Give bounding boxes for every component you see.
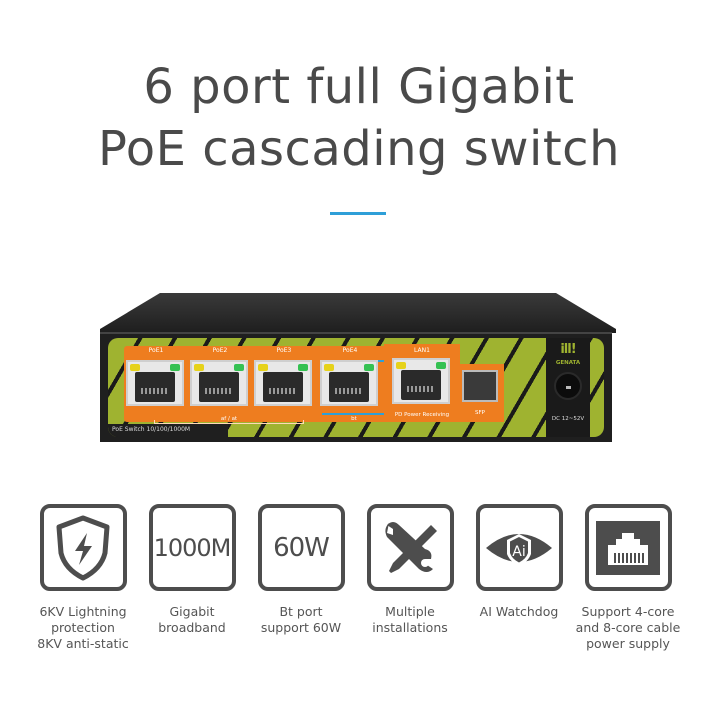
feature-box-text: 1000M (153, 533, 232, 562)
ai-eye-icon: Ai (486, 533, 552, 566)
led-yellow-icon (194, 364, 204, 371)
port-socket (199, 372, 239, 402)
feature-caption: Gigabit broadband (158, 604, 226, 635)
led-green-icon (234, 364, 244, 371)
port-pins (407, 386, 435, 392)
dc-power-jack[interactable] (554, 372, 582, 400)
feature-caption: Support 4-core and 8-core cable power su… (575, 604, 681, 651)
brand-logo-icon: ill! (560, 342, 576, 357)
feature-icon-box (366, 504, 454, 591)
device-front-panel: PoE1 PoE2 PoE3 PoE4 af / a (108, 338, 604, 437)
rj45-port-icon (596, 520, 660, 575)
sfp-port[interactable] (462, 370, 498, 402)
led-green-icon (436, 362, 446, 369)
port-label-lan1: LAN1 (414, 347, 430, 354)
dc-voltage-label: DC 12~52V (551, 416, 585, 422)
rj45-port-lan1[interactable] (392, 358, 450, 404)
feature-caption: Multiple installations (372, 604, 448, 635)
pd-power-label: PD Power Receiving (394, 412, 450, 418)
power-section: ill! GENATA DC 12~52V (546, 338, 590, 437)
led-green-icon (364, 364, 374, 371)
port-pins (269, 388, 297, 394)
feature-icon-box: 1000M (148, 504, 236, 591)
port-label-poe3: PoE3 (276, 347, 292, 354)
rj45-port-poe2[interactable] (190, 360, 248, 406)
feature-icon-box: 60W (257, 504, 345, 591)
port-pins (205, 388, 233, 394)
led-yellow-icon (130, 364, 140, 371)
feature-box-text: 60W (273, 532, 330, 563)
feature-ai-watchdog: Ai AI Watchdog (474, 504, 564, 620)
page-title: 6 port full Gigabit PoE cascading switch (0, 56, 718, 180)
port-label-poe4: PoE4 (342, 347, 358, 354)
port-label-poe2: PoE2 (212, 347, 228, 354)
shield-lightning-icon (56, 515, 110, 580)
rj45-port-poe1[interactable] (126, 360, 184, 406)
feature-icon-box (584, 504, 672, 591)
port-socket (135, 372, 175, 402)
port-socket (401, 370, 441, 400)
led-green-icon (170, 364, 180, 371)
brand-name: GENATA (555, 360, 581, 366)
feature-caption: Bt port support 60W (260, 604, 342, 635)
poe-port-group: PoE1 PoE2 PoE3 PoE4 af / a (124, 346, 388, 424)
title-line-2: PoE cascading switch (98, 121, 620, 177)
feature-gigabit: 1000M Gigabit broadband (147, 504, 237, 636)
rj45-port-poe3[interactable] (254, 360, 312, 406)
lan-port-group: LAN1 PD Power Receiving (384, 344, 460, 422)
af-at-bracket (154, 420, 304, 424)
feature-icon-box (39, 504, 127, 591)
sfp-port-group: SFP (456, 364, 504, 422)
bt-marker-bottom (322, 413, 386, 415)
port-socket (329, 372, 369, 402)
title-line-1: 6 port full Gigabit (143, 59, 575, 115)
af-at-label: af / at (204, 416, 254, 422)
feature-caption: 6KV Lightning protection 8KV anti-static (37, 604, 129, 651)
port-pins (335, 388, 363, 394)
feature-icon-box: Ai (475, 504, 563, 591)
led-yellow-icon (396, 362, 406, 369)
wrench-screwdriver-icon (385, 521, 437, 573)
sfp-label: SFP (475, 410, 485, 416)
bt-label: bt (351, 416, 357, 422)
device-top-surface (100, 293, 616, 333)
panel-model-label: PoE Switch 10/100/1000M (112, 426, 191, 433)
panel-model-strip: PoE Switch 10/100/1000M (108, 424, 228, 437)
port-socket (263, 372, 303, 402)
rj45-port-poe4[interactable] (320, 360, 378, 406)
svg-text:Ai: Ai (512, 544, 525, 560)
port-pins (141, 388, 169, 394)
led-yellow-icon (258, 364, 268, 371)
led-green-icon (298, 364, 308, 371)
feature-bt-60w: 60W Bt port support 60W (256, 504, 346, 636)
feature-cable-power: Support 4-core and 8-core cable power su… (576, 504, 680, 652)
led-yellow-icon (324, 364, 334, 371)
feature-caption: AI Watchdog (479, 604, 559, 619)
feature-installations: Multiple installations (365, 504, 455, 636)
title-divider (330, 212, 386, 215)
port-label-poe1: PoE1 (148, 347, 164, 354)
feature-lightning-protection: 6KV Lightning protection 8KV anti-static (37, 504, 129, 652)
